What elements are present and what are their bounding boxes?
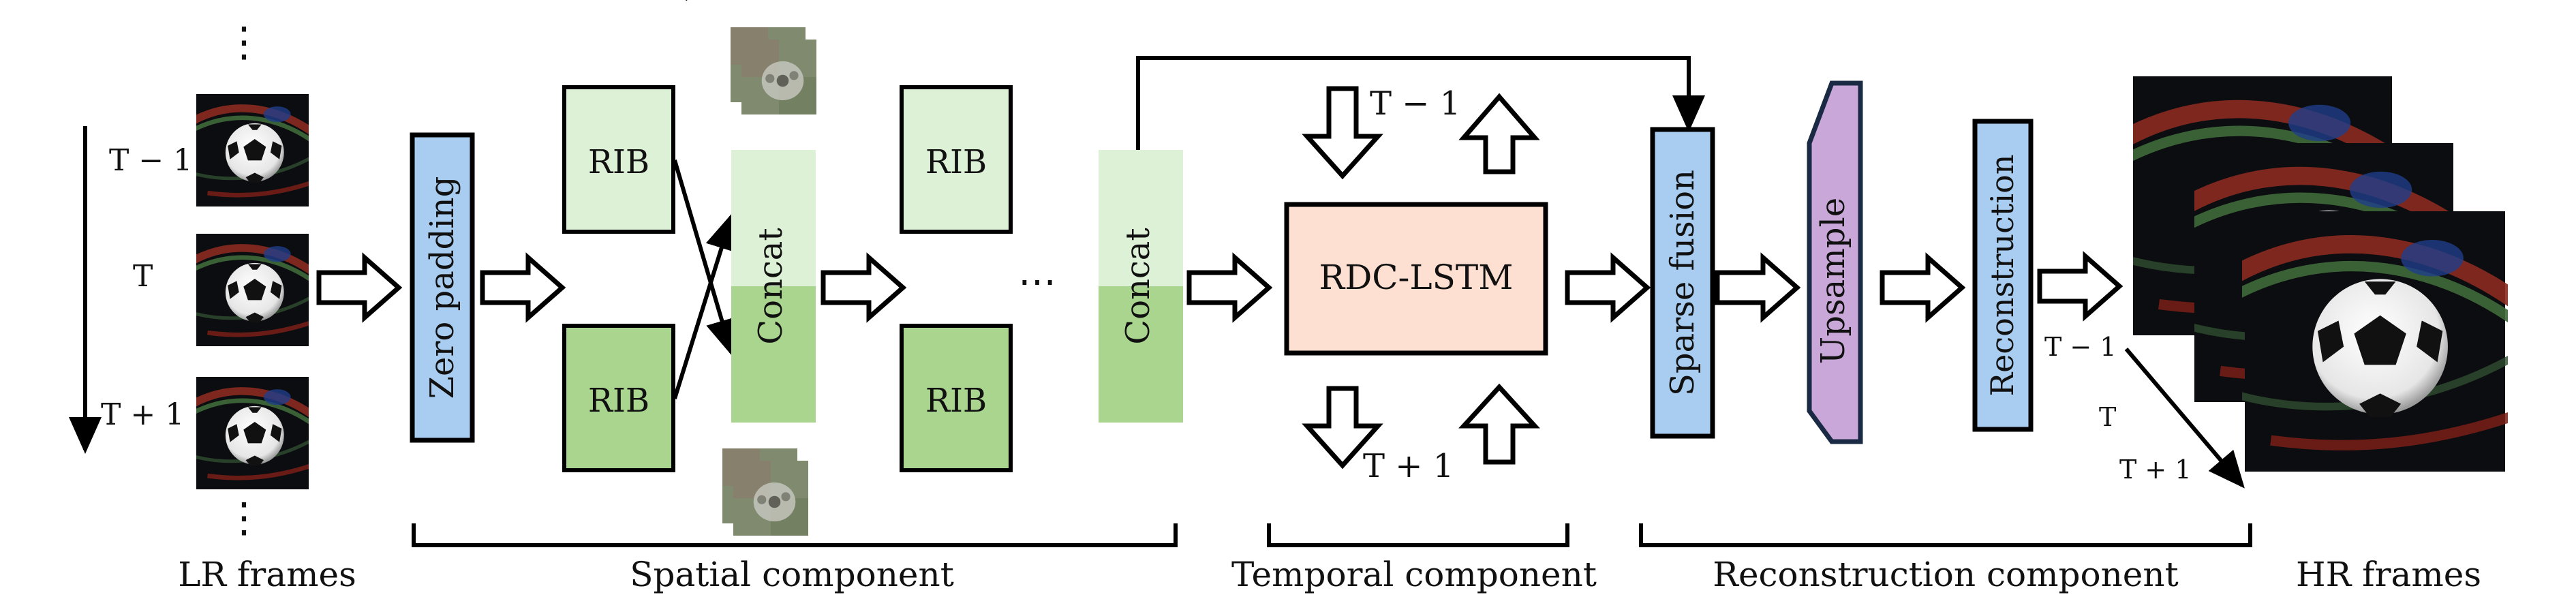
temporal-t-minus-1-label: T − 1 [1370, 85, 1460, 123]
concat-label-1: Concat [752, 228, 790, 344]
hr-label-t-minus-1: T − 1 [2044, 332, 2117, 362]
upsample-label: Upsample [1814, 198, 1852, 364]
reconstruction-component-caption: Reconstruction component [1713, 555, 2178, 594]
lr-bottom-ellipsis: ⋮ [224, 494, 264, 542]
flow-arrow-3 [821, 252, 907, 323]
rib-label-3: RIB [925, 143, 987, 181]
reconstruction-bracket [1639, 523, 2252, 547]
temporal-component-caption: Temporal component [1231, 555, 1597, 594]
lr-label-t-minus-1: T − 1 [109, 143, 192, 178]
arrow-out-to-t-plus-1 [1458, 383, 1540, 465]
rib-label-2: RIB [588, 382, 649, 420]
flow-arrow-5 [1565, 252, 1651, 323]
rib-bottom-left: RIB [562, 324, 675, 472]
flow-arrow-8 [2037, 251, 2123, 322]
spatial-ellipsis: ⋯ [1018, 260, 1056, 304]
concat-block-1: Concat [731, 150, 816, 423]
rdc-lstm-block: RDC-LSTM [1284, 202, 1548, 356]
lr-frames-caption: LR frames [178, 555, 356, 594]
hr-frames-group: T − 1 T T + 1 [2044, 76, 2518, 489]
hr-frames-caption: HR frames [2296, 555, 2481, 594]
sparse-fusion-block: Sparse fusion [1650, 127, 1715, 439]
temporal-t-plus-1-label: T + 1 [1363, 447, 1454, 485]
concat-label-2: Concat [1119, 228, 1157, 344]
flow-arrow-6 [1715, 252, 1801, 323]
flow-arrow-4 [1186, 252, 1273, 323]
rdc-lstm-label: RDC-LSTM [1319, 258, 1514, 297]
spatial-bracket [412, 523, 1178, 547]
rib-label-4: RIB [925, 382, 987, 420]
concat-block-2: Concat [1099, 150, 1183, 423]
hr-frame-t-plus-1 [2232, 211, 2518, 472]
lr-label-t-plus-1: T + 1 [101, 397, 184, 432]
reconstruction-block: Reconstruction [1972, 119, 2034, 432]
skip-connection-arrow [1136, 56, 1705, 150]
flow-arrow-2 [480, 252, 566, 323]
hr-time-arrow [2124, 348, 2245, 489]
feature-maps-top: ⋯ [673, 0, 816, 114]
rib-label-1: RIB [588, 143, 649, 181]
cross-arrows [673, 159, 738, 399]
arrow-in-from-t-plus-1 [1302, 386, 1383, 470]
rib-top-right: RIB [900, 85, 1013, 234]
flow-arrow-7 [1880, 252, 1966, 323]
hr-label-t: T [2099, 402, 2116, 432]
arrow-in-from-t-minus-1 [1302, 86, 1383, 180]
component-brackets [412, 523, 2252, 547]
component-labels: LR frames Spatial component Temporal com… [178, 555, 2481, 594]
upsample-block: Upsample [1807, 80, 1863, 444]
reconstruction-label: Reconstruction [1984, 155, 2021, 397]
temporal-bracket [1267, 523, 1569, 547]
hr-label-t-plus-1: T + 1 [2119, 455, 2192, 485]
spatial-component-caption: Spatial component [630, 555, 954, 594]
feature-maps-bottom [722, 448, 808, 536]
feature-ellipsis: ⋯ [673, 0, 714, 14]
arrow-out-to-t-minus-1 [1458, 93, 1540, 174]
rib-bottom-right: RIB [900, 324, 1013, 472]
flow-arrow-1 [316, 252, 403, 323]
lr-frame-t-plus-1 [191, 377, 315, 489]
sparse-fusion-label: Sparse fusion [1663, 170, 1702, 396]
lr-frame-t [191, 234, 315, 346]
lr-frames-group: ⋮ T − 1 T T + 1 ⋮ [69, 18, 315, 542]
flow-arrows [316, 251, 2123, 323]
lr-frame-t-minus-1 [191, 94, 315, 206]
zero-padding-block: Zero padding [410, 132, 475, 443]
zero-padding-label: Zero padding [423, 177, 461, 399]
rib-top-left: RIB [562, 85, 675, 234]
lr-top-ellipsis: ⋮ [224, 18, 264, 66]
lr-label-t: T [133, 259, 153, 294]
temporal-arrows [1302, 86, 1540, 470]
